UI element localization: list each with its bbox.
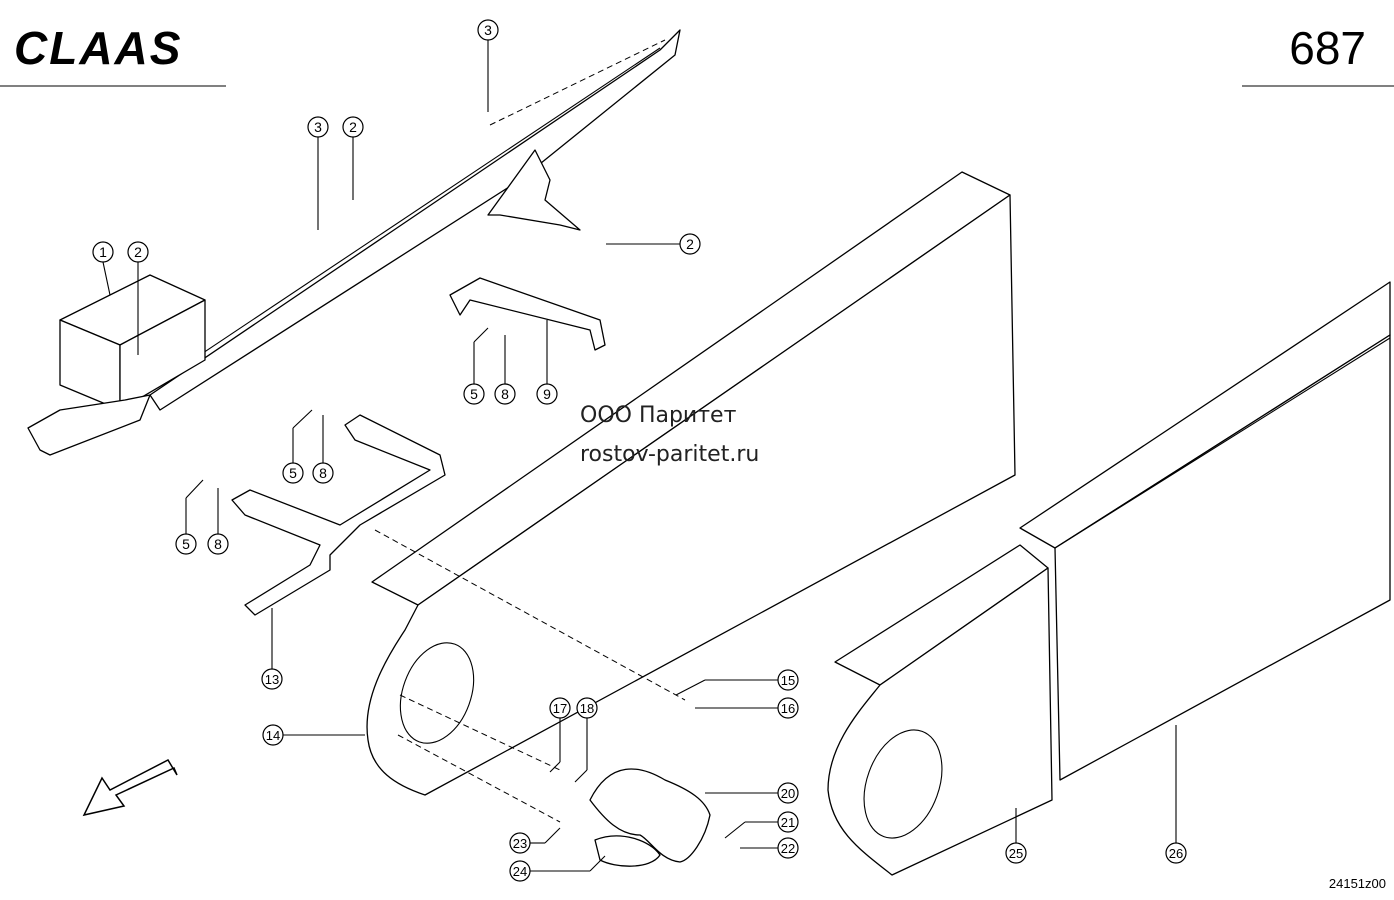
callout-8: 8 (207, 488, 229, 555)
brand-logo: CLAAS (14, 22, 182, 74)
callout-18: 18 (574, 697, 598, 783)
watermark-url: rostov-paritet.ru (580, 442, 759, 467)
panel-26-side (1054, 334, 1391, 781)
svg-text:5: 5 (470, 386, 478, 402)
callout-14: 14 (262, 724, 365, 746)
callout-2: 2 (606, 233, 701, 255)
svg-text:15: 15 (781, 673, 795, 688)
bracket-9 (449, 277, 606, 351)
callout-16: 16 (695, 697, 799, 719)
callout-1: 1 (92, 241, 114, 296)
callout-5: 5 (282, 409, 313, 484)
belt-guard-20 (589, 768, 711, 863)
callout-2: 2 (127, 241, 149, 355)
callout-9: 9 (536, 320, 558, 405)
svg-text:14: 14 (266, 728, 280, 743)
beam-bracket (487, 149, 581, 231)
direction-arrow-icon (82, 759, 178, 817)
svg-text:20: 20 (781, 786, 795, 801)
svg-text:3: 3 (314, 119, 322, 135)
bracket-13 (231, 414, 446, 616)
svg-text:18: 18 (580, 701, 594, 716)
callout-24: 24 (509, 855, 606, 882)
callout-22: 22 (740, 837, 799, 859)
svg-text:5: 5 (182, 536, 190, 552)
svg-text:2: 2 (134, 244, 142, 260)
callout-23: 23 (509, 827, 561, 854)
panel-14-side (366, 194, 1016, 796)
svg-text:2: 2 (349, 119, 357, 135)
svg-text:24: 24 (513, 864, 527, 879)
svg-text:16: 16 (781, 701, 795, 716)
support-beam (149, 29, 681, 411)
svg-text:23: 23 (513, 836, 527, 851)
callout-8: 8 (312, 415, 334, 484)
svg-text:5: 5 (289, 465, 297, 481)
svg-text:9: 9 (543, 386, 551, 402)
callout-25: 25 (1005, 808, 1027, 864)
panel-25-side (827, 567, 1053, 876)
svg-text:22: 22 (781, 841, 795, 856)
callout-20: 20 (705, 782, 799, 804)
callout-5: 5 (463, 327, 489, 405)
assembly-line (489, 39, 666, 126)
callout-15: 15 (675, 669, 799, 696)
callout-2: 2 (342, 116, 364, 200)
callout-21: 21 (724, 811, 799, 839)
panel-26-edge (1054, 337, 1391, 549)
svg-text:3: 3 (484, 22, 492, 38)
callout-3: 3 (307, 116, 329, 230)
callout-3: 3 (477, 19, 499, 112)
page-number: 687 (1289, 22, 1366, 74)
callout-26: 26 (1165, 725, 1187, 864)
callout-5: 5 (175, 479, 204, 555)
drawing-number: 24151z00 (1329, 876, 1386, 891)
svg-text:8: 8 (214, 536, 222, 552)
panel-14-hole (399, 642, 475, 744)
svg-text:26: 26 (1169, 846, 1183, 861)
svg-text:2: 2 (686, 236, 694, 252)
callout-8: 8 (494, 335, 516, 405)
block-1-side (119, 299, 206, 411)
svg-text:21: 21 (781, 815, 795, 830)
svg-text:17: 17 (553, 701, 567, 716)
block-1-base (27, 394, 151, 456)
assembly-line (374, 529, 686, 701)
svg-text:1: 1 (99, 244, 107, 260)
callout-17: 17 (549, 697, 571, 773)
svg-text:8: 8 (319, 465, 327, 481)
beam-edge (154, 47, 661, 386)
callout-13: 13 (261, 608, 283, 690)
svg-text:8: 8 (501, 386, 509, 402)
panel-25-hole (863, 729, 943, 839)
watermark-company: ООО Паритет (580, 403, 737, 428)
assembly-line (397, 734, 561, 823)
svg-text:25: 25 (1009, 846, 1023, 861)
svg-text:13: 13 (265, 672, 279, 687)
guard-part-24 (594, 835, 661, 867)
